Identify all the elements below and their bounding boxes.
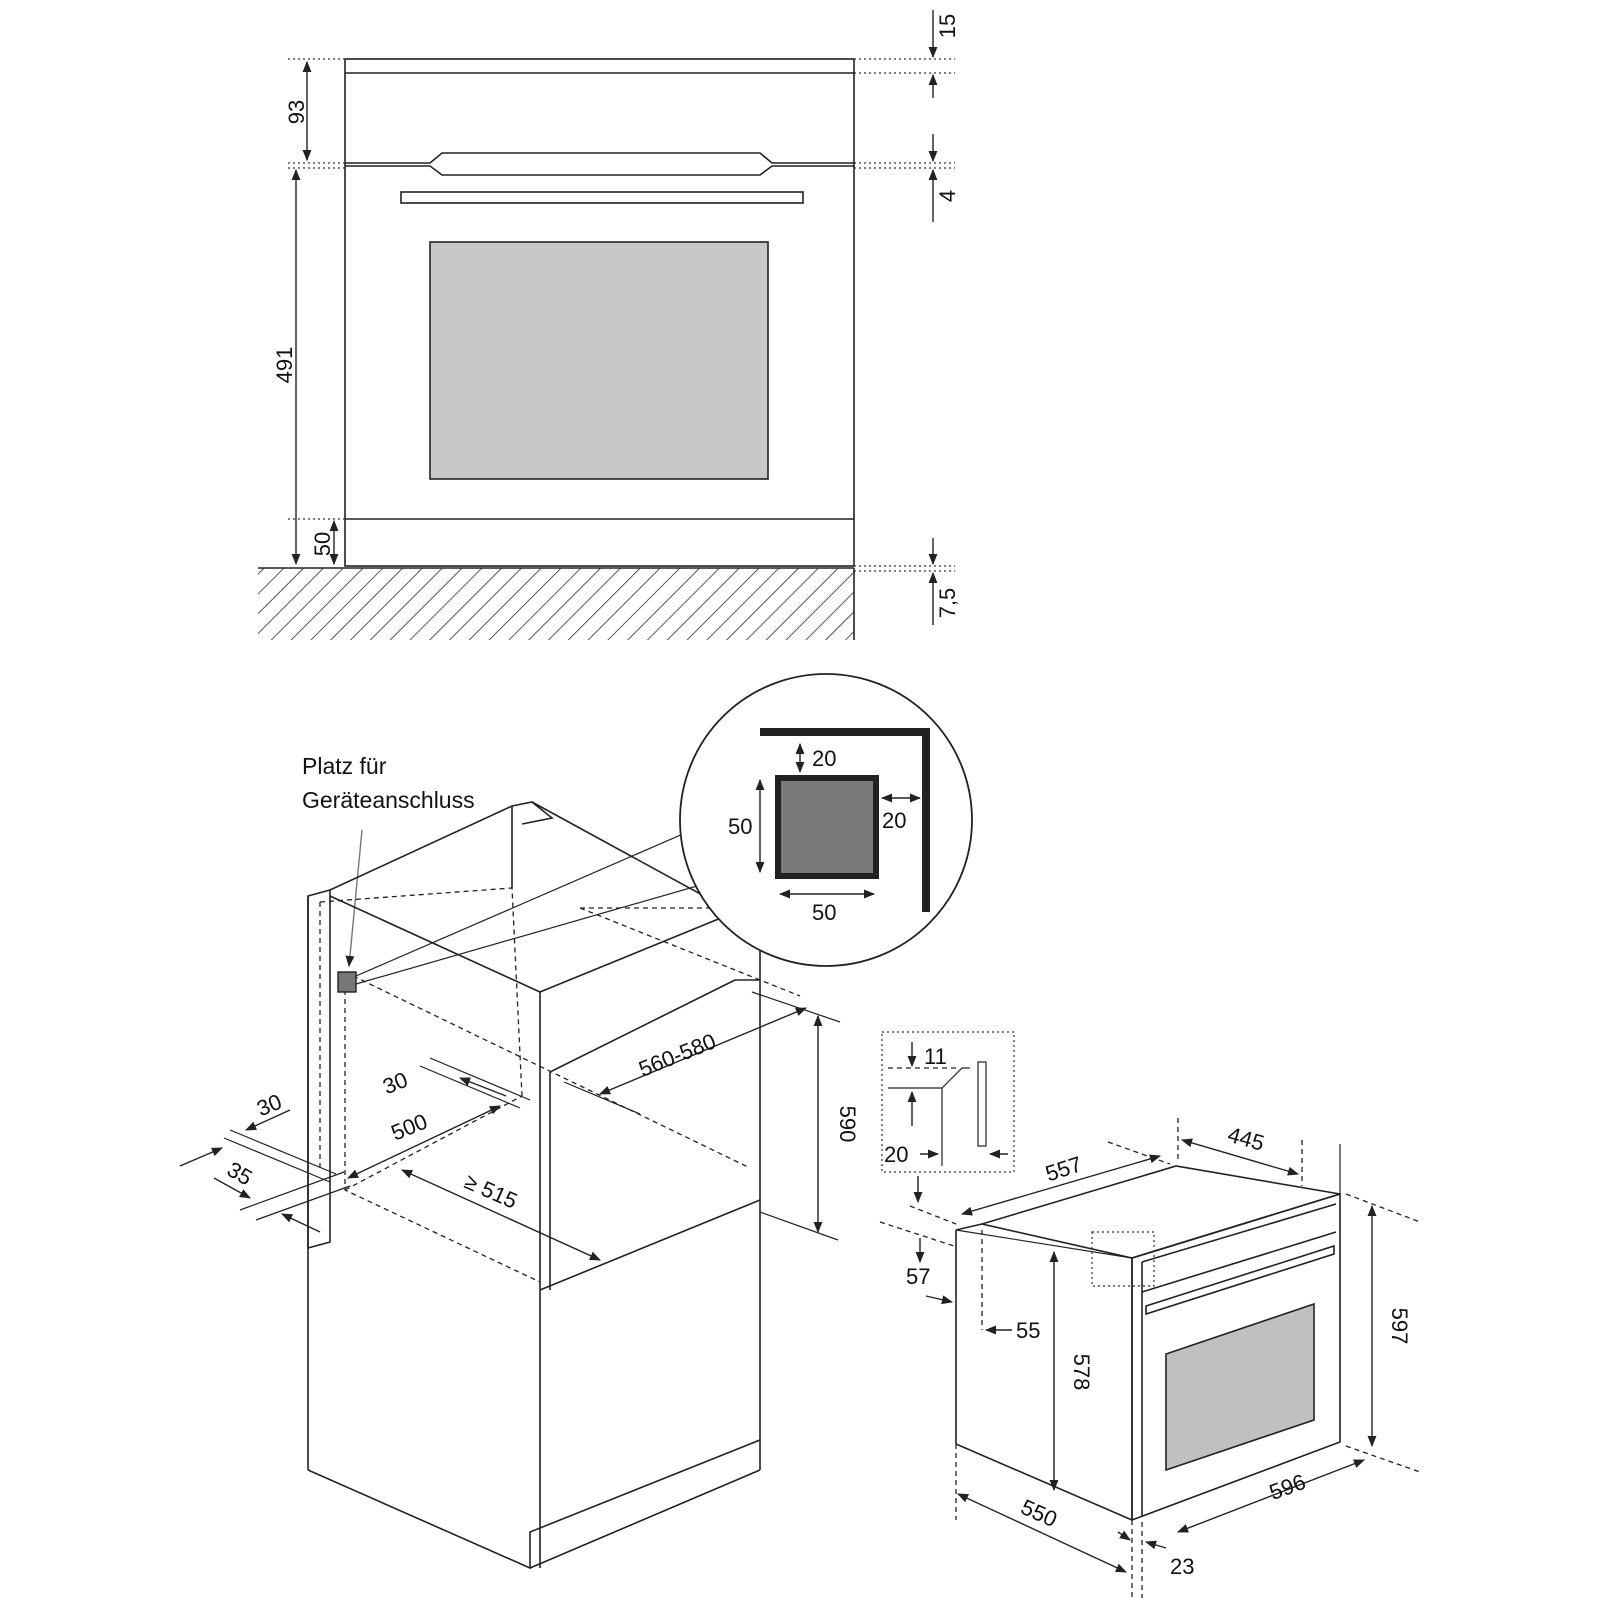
dim-23: 23: [1170, 1554, 1194, 1579]
oven-iso-view: 11 20 557 445 5: [879, 1031, 1421, 1598]
dim-20-right: 20: [882, 808, 906, 833]
dim-50-front: 50: [310, 532, 335, 556]
label-geraeteanschluss: Geräteanschluss: [302, 787, 475, 813]
oven-window: [429, 241, 769, 480]
dim-515: ≥ 515: [461, 1169, 521, 1214]
dim-491: 491: [272, 347, 297, 384]
dim-93: 93: [284, 100, 309, 124]
front-view: 93 491 50 15 4 7,5: [258, 10, 960, 640]
cabinet-view: Platz für Geräteanschluss: [179, 753, 860, 1570]
oven-handle: [345, 152, 854, 164]
dim-20-profile: 20: [884, 1142, 908, 1167]
dim-596: 596: [1266, 1469, 1309, 1505]
dim-50-bottom: 50: [812, 900, 836, 925]
dim-597: 597: [1387, 1308, 1412, 1345]
dim-57: 57: [906, 1264, 930, 1289]
socket-location: [337, 971, 357, 993]
dim-445: 445: [1225, 1122, 1267, 1156]
dim-30-left: 30: [253, 1089, 285, 1121]
dim-4: 4: [935, 190, 960, 202]
dim-500: 500: [387, 1109, 430, 1146]
dim-20-top: 20: [812, 746, 836, 771]
cabinet-corner: [760, 728, 930, 912]
detail-circle: 20 20 50 50: [679, 673, 973, 967]
dim-560-580: 560-580: [635, 1028, 719, 1081]
oven-iso-handle: [1145, 1244, 1335, 1316]
dim-30-upper: 30: [379, 1067, 411, 1099]
dim-557: 557: [1042, 1151, 1085, 1186]
dim-15: 15: [935, 14, 960, 38]
dim-7-5: 7,5: [935, 588, 960, 619]
floor-hatch: [258, 568, 854, 640]
dim-590: 590: [835, 1106, 860, 1143]
oven-iso-window: [1165, 1302, 1315, 1472]
profile-detail-box: [881, 1031, 1015, 1173]
label-platz: Platz für: [302, 753, 387, 779]
door-bar: [400, 191, 804, 204]
socket-box: [775, 775, 879, 879]
dim-550: 550: [1017, 1494, 1061, 1532]
dim-55: 55: [1016, 1318, 1040, 1343]
dim-50-left: 50: [728, 814, 752, 839]
dim-578: 578: [1069, 1354, 1094, 1391]
dim-11: 11: [924, 1044, 947, 1069]
oven-front-outline: [344, 58, 855, 567]
